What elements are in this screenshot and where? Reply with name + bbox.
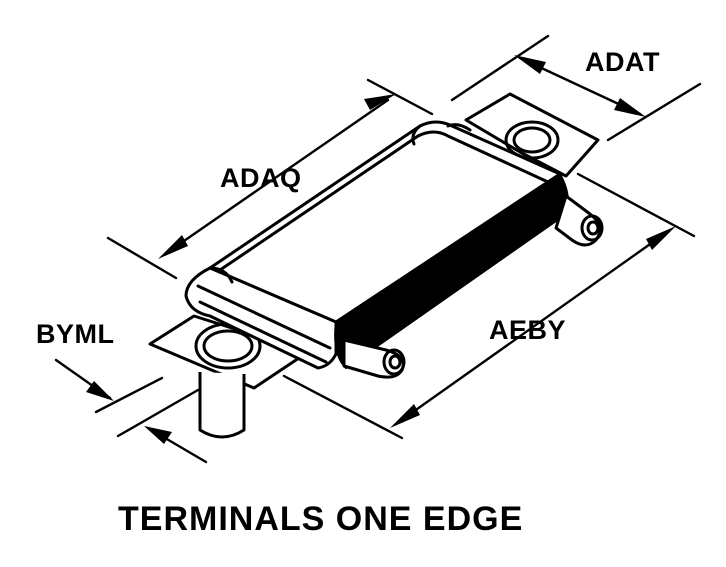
front-terminal-lug	[342, 338, 405, 379]
aeby-arrow-lower	[390, 404, 420, 428]
mounting-stud	[198, 372, 246, 439]
aeby-arrow-upper	[646, 226, 676, 250]
resistor-component	[148, 92, 604, 439]
adat-arrow-right	[614, 98, 646, 117]
adat-label: ADAT	[585, 47, 660, 77]
back-terminal-lug	[554, 194, 602, 247]
adaq-arrow-lower	[158, 235, 188, 259]
adaq-label: ADAQ	[220, 163, 302, 193]
back-mounting-tab	[464, 92, 600, 178]
back-tab-hole	[504, 120, 560, 160]
dimension-labels: ADAT ADAQ BYML AEBY	[36, 47, 660, 349]
byml-arrow-top	[86, 381, 114, 401]
aeby-label: AEBY	[489, 315, 566, 345]
adaq-arrow-upper	[364, 94, 396, 110]
figure-caption: TERMINALS ONE EDGE	[118, 500, 523, 538]
dimension-arrows	[54, 55, 676, 464]
adat-arrow-left	[514, 55, 546, 74]
body-left-end	[184, 266, 338, 370]
byml-label: BYML	[36, 319, 115, 349]
extension-lines	[94, 34, 702, 440]
byml-arrow-bottom	[144, 426, 172, 444]
